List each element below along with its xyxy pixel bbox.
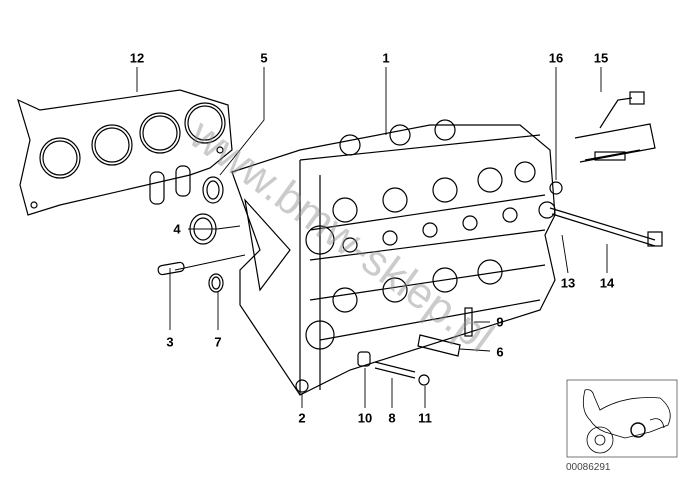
callout-1[interactable]: 1 bbox=[382, 50, 390, 66]
callout-12[interactable]: 12 bbox=[129, 50, 145, 66]
motorcycle-locator-thumbnail bbox=[566, 379, 678, 458]
callout-16[interactable]: 16 bbox=[548, 50, 564, 66]
callout-10[interactable]: 10 bbox=[357, 410, 373, 426]
callout-4[interactable]: 4 bbox=[173, 221, 181, 237]
seal-rings bbox=[157, 176, 224, 293]
callout-15[interactable]: 15 bbox=[593, 50, 609, 66]
cylinder-head bbox=[231, 119, 556, 396]
callout-5[interactable]: 5 bbox=[260, 50, 268, 66]
callout-14[interactable]: 14 bbox=[599, 275, 615, 291]
callout-13[interactable]: 13 bbox=[560, 275, 576, 291]
callout-3[interactable]: 3 bbox=[166, 334, 174, 350]
callout-2[interactable]: 2 bbox=[298, 410, 306, 426]
callout-6[interactable]: 6 bbox=[496, 344, 504, 360]
head-gasket bbox=[17, 89, 233, 216]
callout-8[interactable]: 8 bbox=[388, 410, 396, 426]
small-parts bbox=[295, 91, 663, 393]
leader-lines bbox=[136, 67, 608, 408]
callout-11[interactable]: 11 bbox=[418, 410, 432, 426]
diagram-reference-number: 00086291 bbox=[566, 462, 611, 473]
callout-7[interactable]: 7 bbox=[214, 334, 222, 350]
callout-9[interactable]: 9 bbox=[496, 314, 504, 330]
